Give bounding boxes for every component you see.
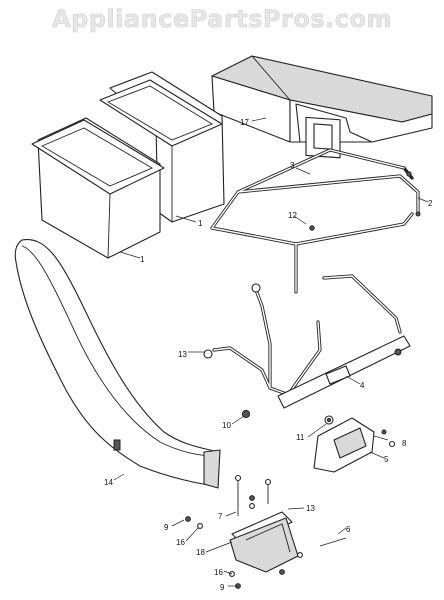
callout-label: 5 — [384, 455, 389, 464]
callout-label: 8 — [402, 439, 407, 448]
callout-label: 16 — [214, 568, 223, 577]
callout-label: 13 — [306, 504, 315, 513]
part-mounting-bracket — [313, 415, 396, 473]
callout-label: 14 — [104, 478, 113, 487]
callout-label: 1 — [140, 255, 145, 264]
watermark-text: AppliancePartsPros.com — [52, 5, 392, 33]
part-upper-bag-frame — [210, 148, 421, 294]
callout-labels: 1 1 17 3 2 12 13 14 4 10 11 8 5 7 13 6 9… — [104, 118, 433, 592]
callout-label: 3 — [290, 161, 295, 170]
callout-label: 17 — [240, 118, 249, 127]
part-lower-bag-frame — [212, 274, 411, 409]
callout-label: 2 — [428, 199, 433, 208]
callout-label: 13 — [178, 350, 187, 359]
part-hitch-plate — [185, 349, 347, 589]
callout-label: 18 — [196, 548, 205, 557]
callout-leaders — [113, 117, 429, 587]
callout-label: 7 — [218, 512, 223, 521]
part-discharge-tube — [14, 239, 221, 489]
callout-label: 9 — [164, 523, 169, 532]
callout-label: 10 — [222, 421, 231, 430]
callout-label: 1 — [198, 219, 203, 228]
callout-label: 11 — [296, 433, 305, 442]
callout-label: 16 — [176, 538, 185, 547]
callout-label: 9 — [220, 583, 225, 592]
callout-label: 12 — [288, 211, 297, 220]
part-bag-bin-rear — [99, 71, 225, 223]
part-chute-hood — [211, 55, 433, 159]
callout-label: 6 — [346, 525, 351, 534]
part-bag-bin-front — [31, 117, 165, 259]
callout-label: 4 — [360, 381, 365, 390]
